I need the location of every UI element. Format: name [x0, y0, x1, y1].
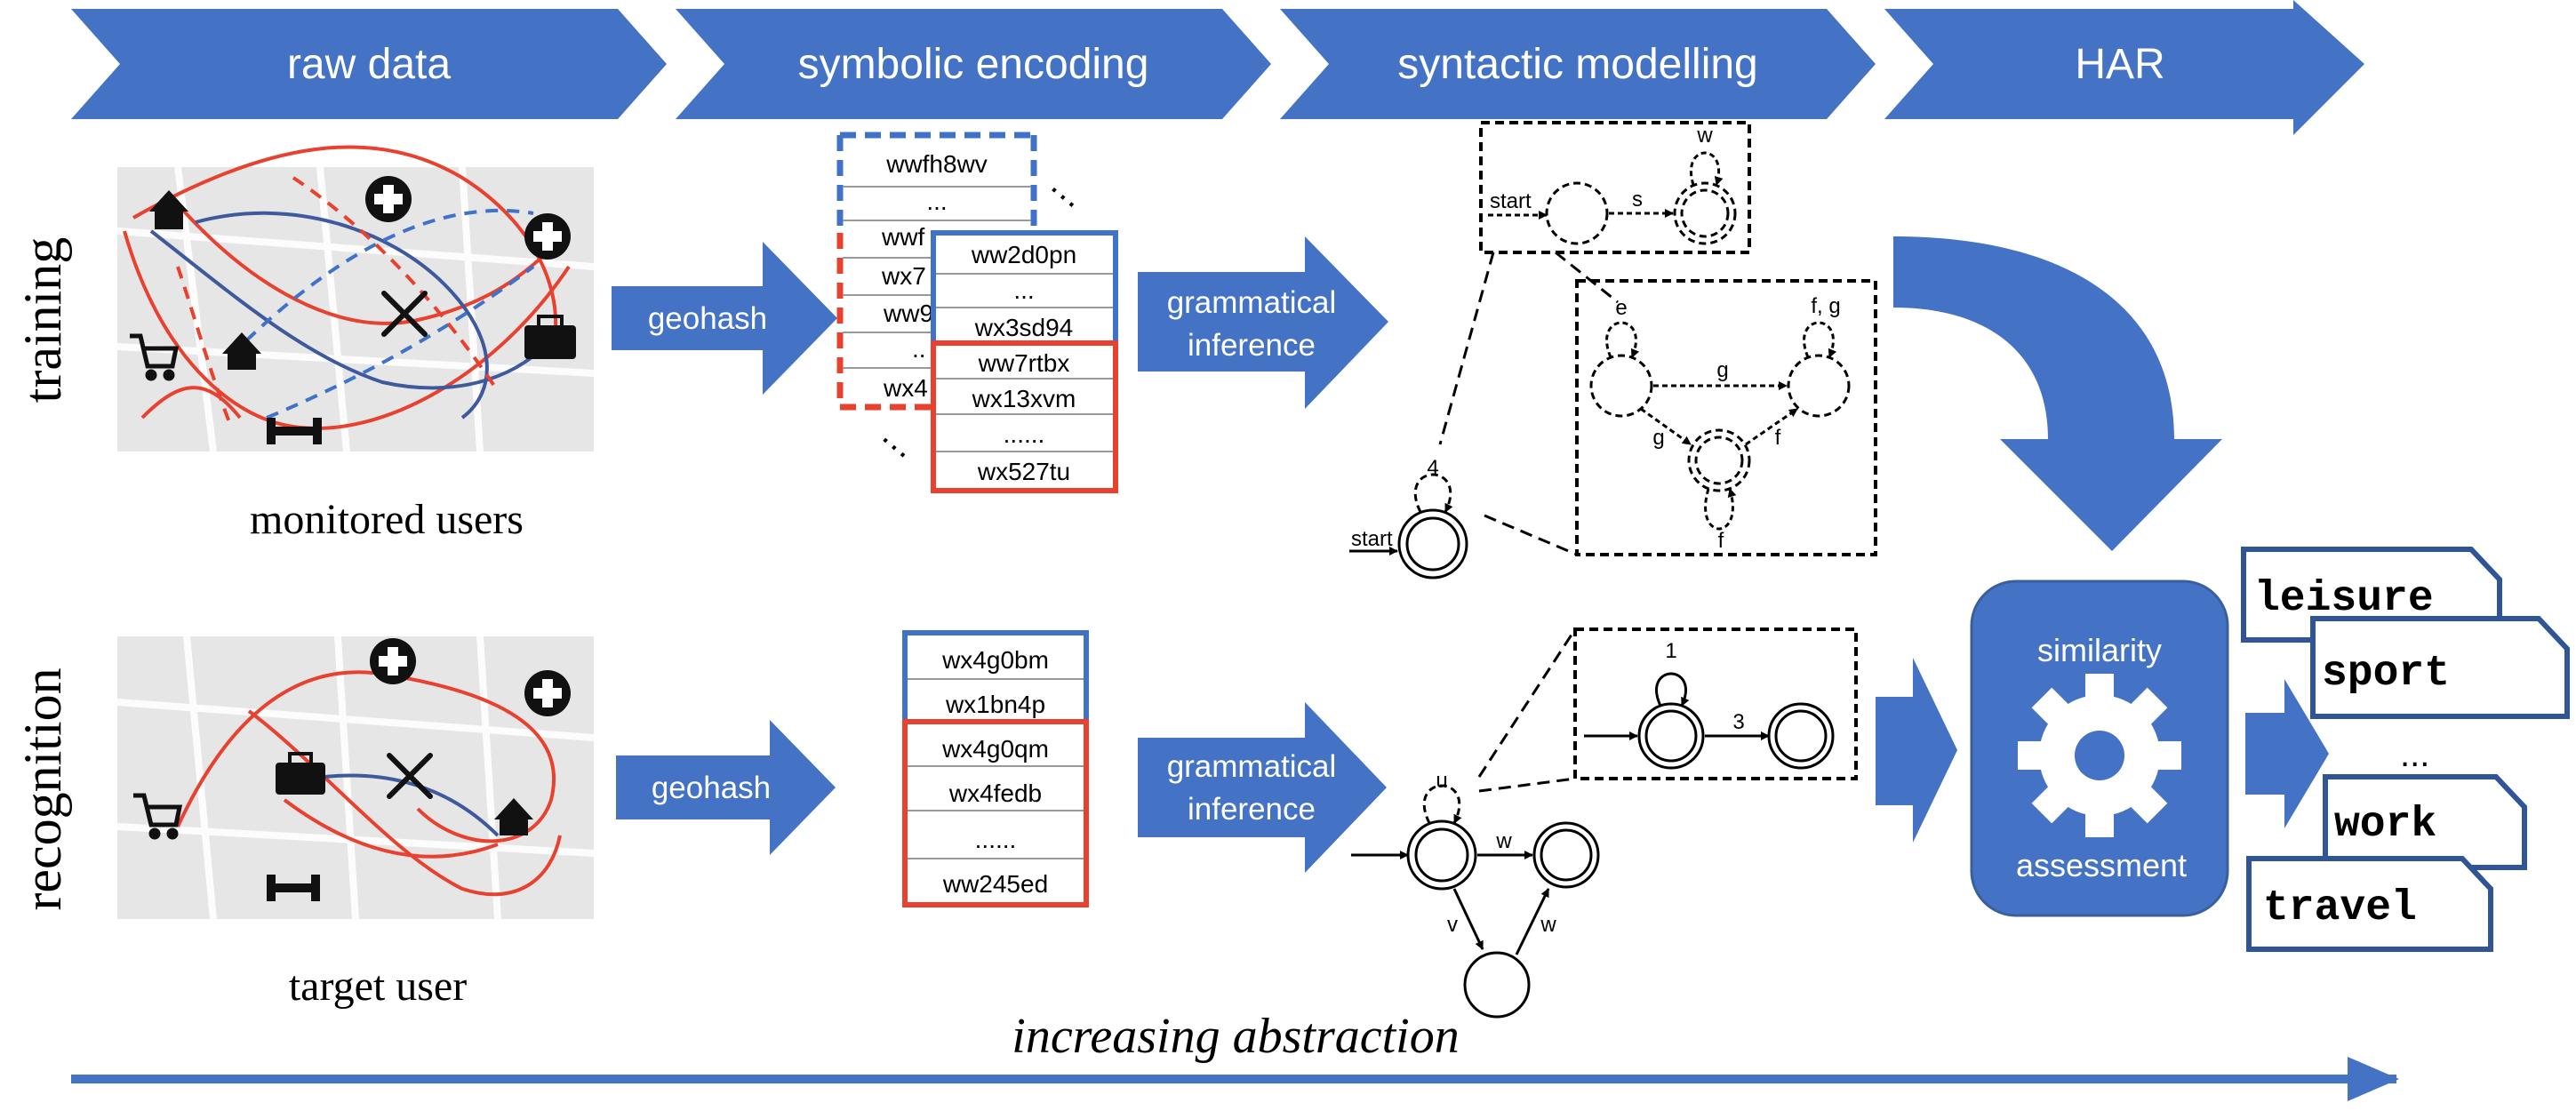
gear-icon: [2018, 674, 2181, 837]
edge-label: f, g: [1811, 294, 1840, 318]
list-overflow-dots: …: [1043, 164, 1095, 216]
home-icon: [494, 798, 533, 835]
edge-label: v: [1447, 913, 1458, 937]
training-map: [116, 145, 595, 452]
edge-label: 4: [1427, 456, 1438, 480]
stage-label-har: HAR: [2075, 41, 2164, 88]
restaurant-icon: [387, 753, 433, 799]
recognition-cell: wx4g0qm: [941, 735, 1049, 763]
cart-icon: [130, 333, 180, 381]
work-briefcase-icon: [524, 315, 576, 359]
edge-label: u: [1436, 769, 1447, 793]
list-overflow-dots: …: [874, 414, 926, 467]
cart-icon: [133, 793, 183, 840]
hospital-icon: [370, 638, 571, 716]
grammatical-inference-arrow-training: grammatical inference: [1138, 236, 1388, 409]
edge-label: w: [1495, 829, 1512, 853]
training-back-cell: ..: [912, 335, 926, 363]
stage-label-syntactic-modelling: syntactic modelling: [1397, 41, 1758, 88]
edge-label: f: [1718, 529, 1724, 553]
stage-chevron-har: [1884, 0, 2364, 135]
activity-sport: sport: [2322, 650, 2450, 698]
training-front-cell: ww7rtbx: [978, 349, 1070, 377]
caption-monitored-users: monitored users: [250, 496, 524, 543]
edge-label: g: [1652, 426, 1664, 450]
edge-label: w: [1696, 124, 1713, 148]
gi-label-line1: grammatical: [1167, 749, 1337, 784]
stage-chevron-raw-data: [71, 9, 667, 119]
similarity-assessment-box: similarity assessment: [1970, 579, 2229, 917]
recognition-map: [116, 635, 595, 920]
training-back-cell: ww9: [883, 300, 933, 327]
edge-label: s: [1632, 188, 1643, 212]
recognition-cell: ......: [975, 826, 1017, 853]
training-back-cell: wx7: [881, 262, 926, 290]
curved-arrow-to-similarity: [1893, 236, 2222, 551]
recognition-cell: wx1bn4p: [945, 691, 1045, 718]
training-back-cell: wx4: [883, 374, 928, 402]
gi-label-line2: inference: [1188, 328, 1316, 363]
gi-label-line1: grammatical: [1167, 285, 1337, 320]
edge-label: g: [1716, 358, 1728, 382]
stage-label-raw-data: raw data: [287, 41, 451, 88]
training-back-cell: wwfh8wv: [885, 150, 988, 178]
training-front-cell: ......: [1004, 420, 1045, 448]
geohash-arrow-recognition: geohash: [616, 720, 836, 855]
edge-label: start: [1490, 189, 1532, 213]
recognition-cell: wx4g0bm: [941, 646, 1049, 674]
edge-label: 1: [1665, 639, 1676, 663]
arrow-to-similarity: [1876, 658, 1957, 843]
gi-label-line2: inference: [1188, 792, 1316, 827]
training-front-cell: wx527tu: [977, 458, 1070, 485]
activity-more: ...: [2400, 735, 2429, 774]
gym-icon: [267, 875, 320, 901]
recognition-cell: ww245ed: [942, 870, 1048, 898]
edge-label: 3: [1732, 710, 1744, 734]
row-label-recognition: recognition: [13, 667, 72, 910]
grammatical-inference-arrow-recognition: grammatical inference: [1138, 702, 1387, 873]
similarity-line2: assessment: [2016, 847, 2187, 883]
stage-chevron-syntactic-modelling: [1280, 9, 1876, 119]
geohash-label-training: geohash: [648, 301, 767, 336]
training-front-cell: wx3sd94: [974, 314, 1074, 341]
training-front-cell: wx13xvm: [972, 385, 1076, 412]
training-front-cell: ww2d0pn: [971, 241, 1076, 268]
training-automaton-labels: start s w e f, g g g f f 4 start: [1351, 124, 1841, 553]
stage-label-symbolic-encoding: symbolic encoding: [798, 41, 1149, 88]
training-automaton: [1349, 121, 1877, 579]
training-back-cell: ...: [926, 188, 947, 215]
activity-documents: [2241, 547, 2570, 952]
recognition-automaton: [1351, 627, 1858, 1019]
edge-label: start: [1351, 527, 1393, 551]
training-front-cell: ...: [1013, 276, 1034, 304]
edge-label: e: [1615, 296, 1627, 320]
activity-travel: travel: [2263, 884, 2417, 932]
recognition-cell: wx4fedb: [948, 779, 1042, 807]
row-label-training: training: [13, 237, 72, 404]
similarity-line1: similarity: [2037, 632, 2162, 668]
training-back-cell: wwf: [881, 223, 924, 251]
recognition-automaton-labels: 1 3 u w v w: [1436, 639, 1744, 937]
activity-work: work: [2334, 801, 2436, 849]
restaurant-icon: [381, 291, 428, 337]
training-list-front: ww2d0pn ... wx3sd94 ww7rtbx wx13xvm ....…: [931, 230, 1118, 493]
home-icon: [149, 190, 261, 370]
work-briefcase-icon: [276, 752, 325, 795]
recognition-list: wx4g0bm wx1bn4p wx4g0qm wx4fedb ...... w…: [902, 630, 1089, 907]
stage-header: raw data symbolic encoding syntactic mod…: [71, 0, 2364, 135]
abstraction-label: increasing abstraction: [1012, 1009, 1459, 1064]
caption-target-user: target user: [289, 963, 467, 1010]
hospital-icon: [365, 176, 571, 260]
arrow-to-activities: [2245, 679, 2329, 828]
stage-chevron-symbolic-encoding: [676, 9, 1271, 119]
activity-leisure: leisure: [2254, 575, 2434, 623]
geohash-label-recognition: geohash: [652, 771, 771, 805]
edge-label: f: [1775, 426, 1781, 450]
edge-label: w: [1540, 913, 1556, 937]
gym-icon: [267, 418, 322, 444]
geohash-arrow-training: geohash: [612, 242, 837, 395]
